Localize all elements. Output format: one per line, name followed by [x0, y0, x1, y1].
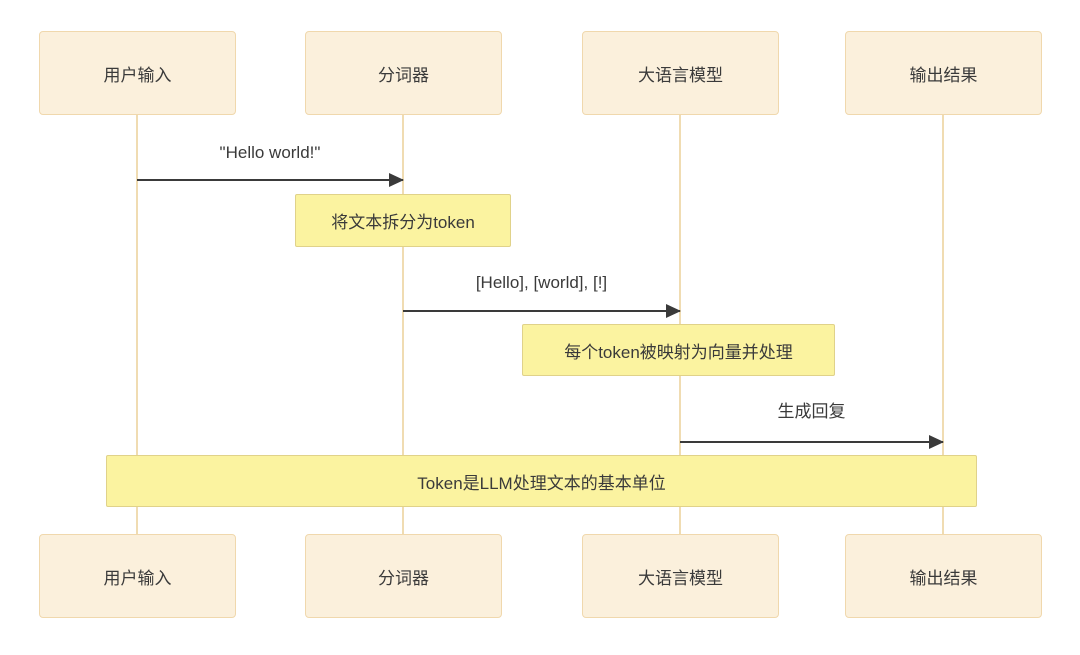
message-label-hello-world: "Hello world!": [219, 143, 321, 162]
lifeline-user-input: [136, 115, 138, 534]
note-label: 每个token被映射为向量并处理: [564, 342, 793, 362]
actor-bottom-output: 输出结果: [845, 534, 1042, 618]
actor-bottom-user-input: 用户输入: [39, 534, 236, 618]
actor-label: 用户输入: [103, 568, 172, 588]
note-split-into-tokens: 将文本拆分为token: [295, 194, 511, 247]
lifeline-output: [942, 115, 944, 534]
actor-top-user-input: 用户输入: [39, 31, 236, 115]
actor-label: 大语言模型: [638, 568, 723, 588]
actor-label: 大语言模型: [638, 65, 723, 85]
actor-top-output: 输出结果: [845, 31, 1042, 115]
actor-label: 分词器: [378, 568, 429, 588]
actor-label: 分词器: [378, 65, 429, 85]
message-label-generate-reply: 生成回复: [777, 402, 846, 421]
note-label: Token是LLM处理文本的基本单位: [417, 473, 666, 493]
lifeline-tokenizer: [402, 115, 404, 534]
actor-label: 用户输入: [103, 65, 172, 85]
actor-top-tokenizer: 分词器: [305, 31, 502, 115]
actor-bottom-tokenizer: 分词器: [305, 534, 502, 618]
actor-label: 输出结果: [909, 65, 978, 85]
message-arrow-tokenizer-to-llm: [403, 304, 681, 318]
note-token-mapped-to-vector: 每个token被映射为向量并处理: [522, 324, 835, 376]
message-arrow-user-to-tokenizer: [137, 173, 404, 187]
actor-bottom-llm: 大语言模型: [582, 534, 779, 618]
note-label: 将文本拆分为token: [331, 213, 475, 232]
message-label-token-list: [Hello], [world], [!]: [475, 273, 608, 292]
note-token-basic-unit: Token是LLM处理文本的基本单位: [106, 455, 977, 507]
actor-top-llm: 大语言模型: [582, 31, 779, 115]
actor-label: 输出结果: [909, 568, 978, 588]
message-arrow-llm-to-output: [680, 435, 944, 449]
